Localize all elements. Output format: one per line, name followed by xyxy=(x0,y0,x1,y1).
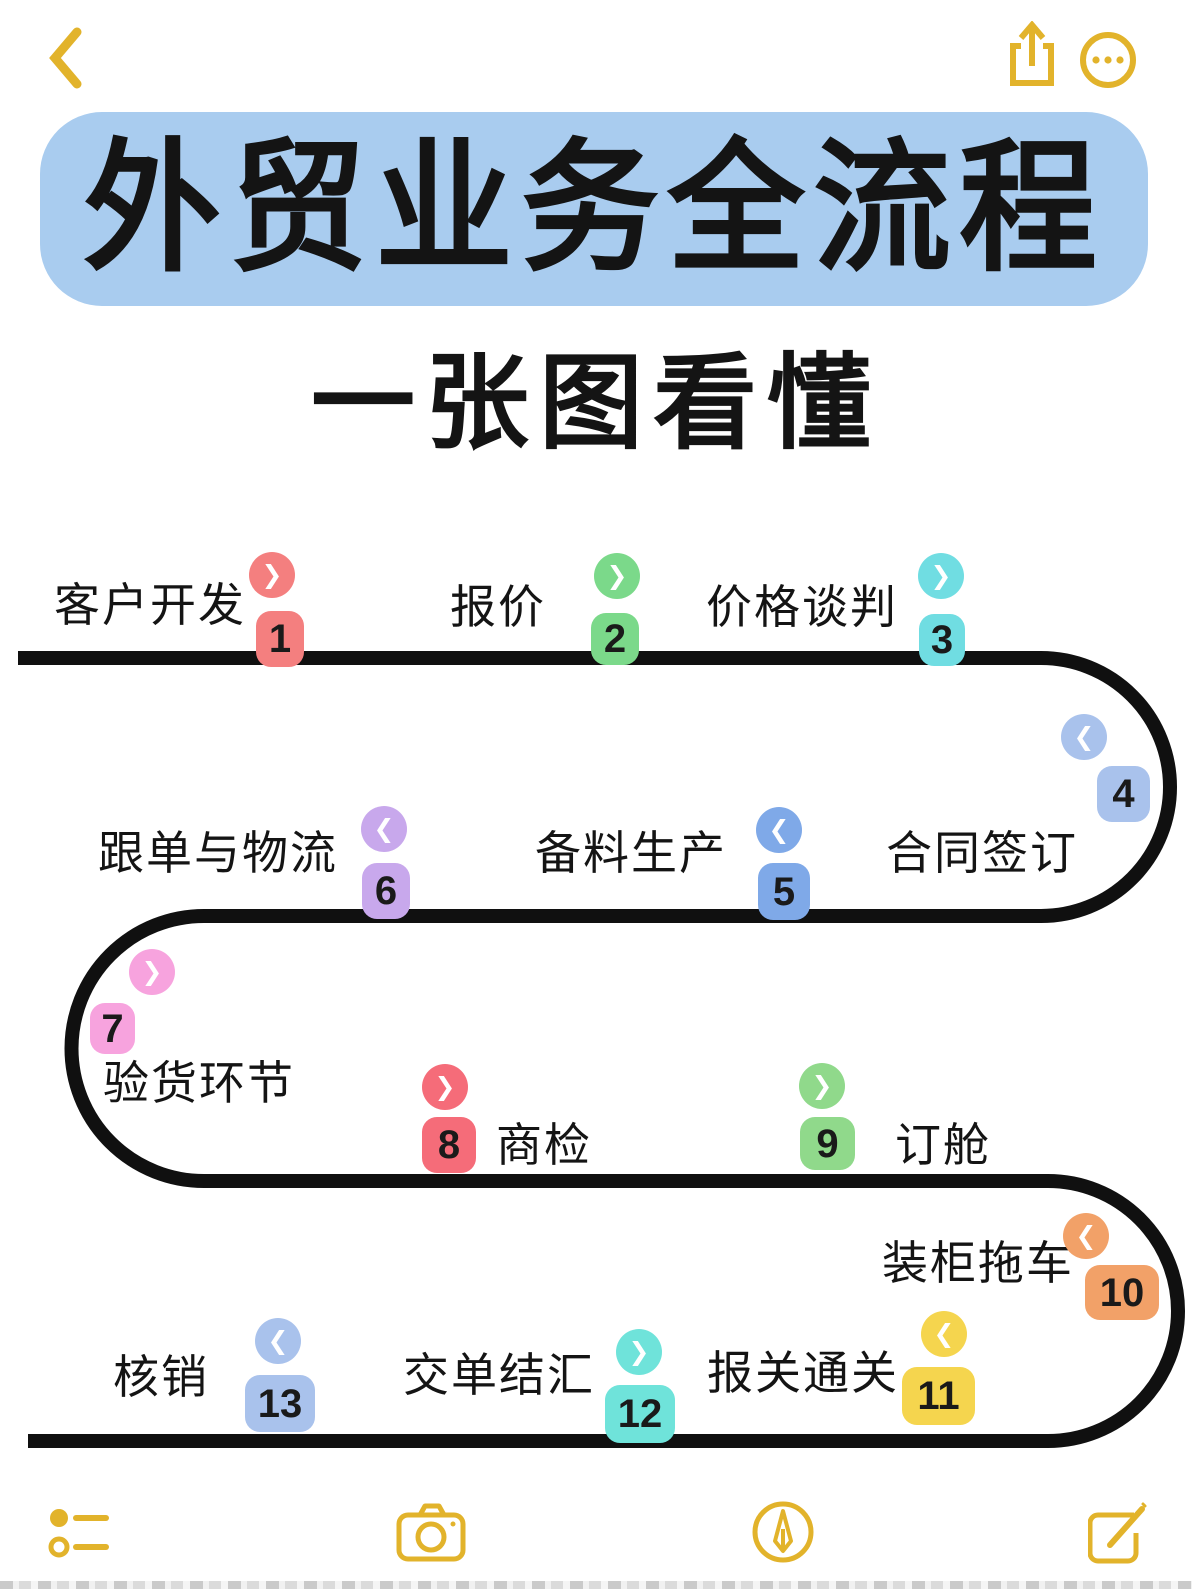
markup-button[interactable] xyxy=(748,1498,818,1568)
chevron-back-icon: ❮ xyxy=(1061,714,1107,760)
more-options-button[interactable] xyxy=(1078,31,1138,91)
page-title: 外贸业务全流程 xyxy=(82,128,1105,290)
step-number-badge: 13 xyxy=(245,1375,315,1432)
chevron-back-icon: ❮ xyxy=(921,1311,967,1357)
chevron-forward-icon: ❯ xyxy=(918,553,964,599)
step-label: 验货环节 xyxy=(103,1057,295,1109)
step-number-badge: 1 xyxy=(256,611,304,667)
share-button[interactable] xyxy=(1004,19,1060,92)
checklist-button[interactable] xyxy=(44,1498,114,1568)
step-number-badge: 6 xyxy=(362,863,410,919)
step-label: 客户开发 xyxy=(54,579,246,631)
chevron-forward-icon: ❯ xyxy=(422,1064,468,1110)
step-label: 跟单与物流 xyxy=(98,827,338,879)
step-number-badge: 7 xyxy=(90,1003,135,1054)
step-label: 商检 xyxy=(496,1119,592,1171)
chevron-back-icon: ❮ xyxy=(756,807,802,853)
markup-pen-icon xyxy=(750,1499,816,1568)
ellipsis-icon xyxy=(1079,31,1137,92)
step-label: 装柜拖车 xyxy=(882,1237,1074,1289)
back-chevron-icon xyxy=(46,26,86,93)
compose-icon xyxy=(1087,1501,1148,1568)
step-number-badge: 12 xyxy=(605,1385,675,1443)
step-label: 价格谈判 xyxy=(706,581,898,633)
step-label: 报关通关 xyxy=(707,1347,899,1399)
step-number-badge: 10 xyxy=(1085,1265,1159,1320)
step-label: 核销 xyxy=(113,1351,209,1403)
step-number-badge: 8 xyxy=(422,1117,476,1173)
step-label: 合同签订 xyxy=(886,827,1078,879)
step-label: 备料生产 xyxy=(535,827,727,879)
step-number-badge: 3 xyxy=(919,614,965,666)
checklist-icon xyxy=(48,1501,110,1566)
step-number-badge: 2 xyxy=(591,613,639,665)
chevron-forward-icon: ❯ xyxy=(616,1329,662,1375)
step-label: 交单结汇 xyxy=(403,1349,595,1401)
infographic-image[interactable]: 外贸业务全流程 一张图看懂 ❯ 1 客户开发 ❯ 2 报价 ❯ 3 价格谈判 ❮… xyxy=(0,0,1192,1480)
step-label: 报价 xyxy=(450,581,546,633)
title-banner: 外贸业务全流程 xyxy=(40,112,1148,306)
chevron-forward-icon: ❯ xyxy=(799,1063,845,1109)
step-number-badge: 4 xyxy=(1097,766,1150,822)
chevron-forward-icon: ❯ xyxy=(249,552,295,598)
cropped-content-strip xyxy=(0,1581,1192,1589)
chevron-forward-icon: ❯ xyxy=(594,553,640,599)
chevron-back-icon: ❮ xyxy=(255,1318,301,1364)
compose-button[interactable] xyxy=(1086,1500,1150,1568)
page-subtitle: 一张图看懂 xyxy=(310,346,881,462)
step-label: 订舱 xyxy=(895,1119,991,1171)
camera-icon xyxy=(396,1503,466,1566)
step-number-badge: 11 xyxy=(902,1367,975,1425)
chevron-back-icon: ❮ xyxy=(361,806,407,852)
back-button[interactable] xyxy=(42,24,90,94)
step-number-badge: 5 xyxy=(758,863,810,920)
chevron-forward-icon: ❯ xyxy=(129,949,175,995)
share-icon xyxy=(1006,19,1058,92)
step-number-badge: 9 xyxy=(800,1117,855,1170)
camera-button[interactable] xyxy=(394,1502,468,1566)
chevron-back-icon: ❮ xyxy=(1063,1213,1109,1259)
